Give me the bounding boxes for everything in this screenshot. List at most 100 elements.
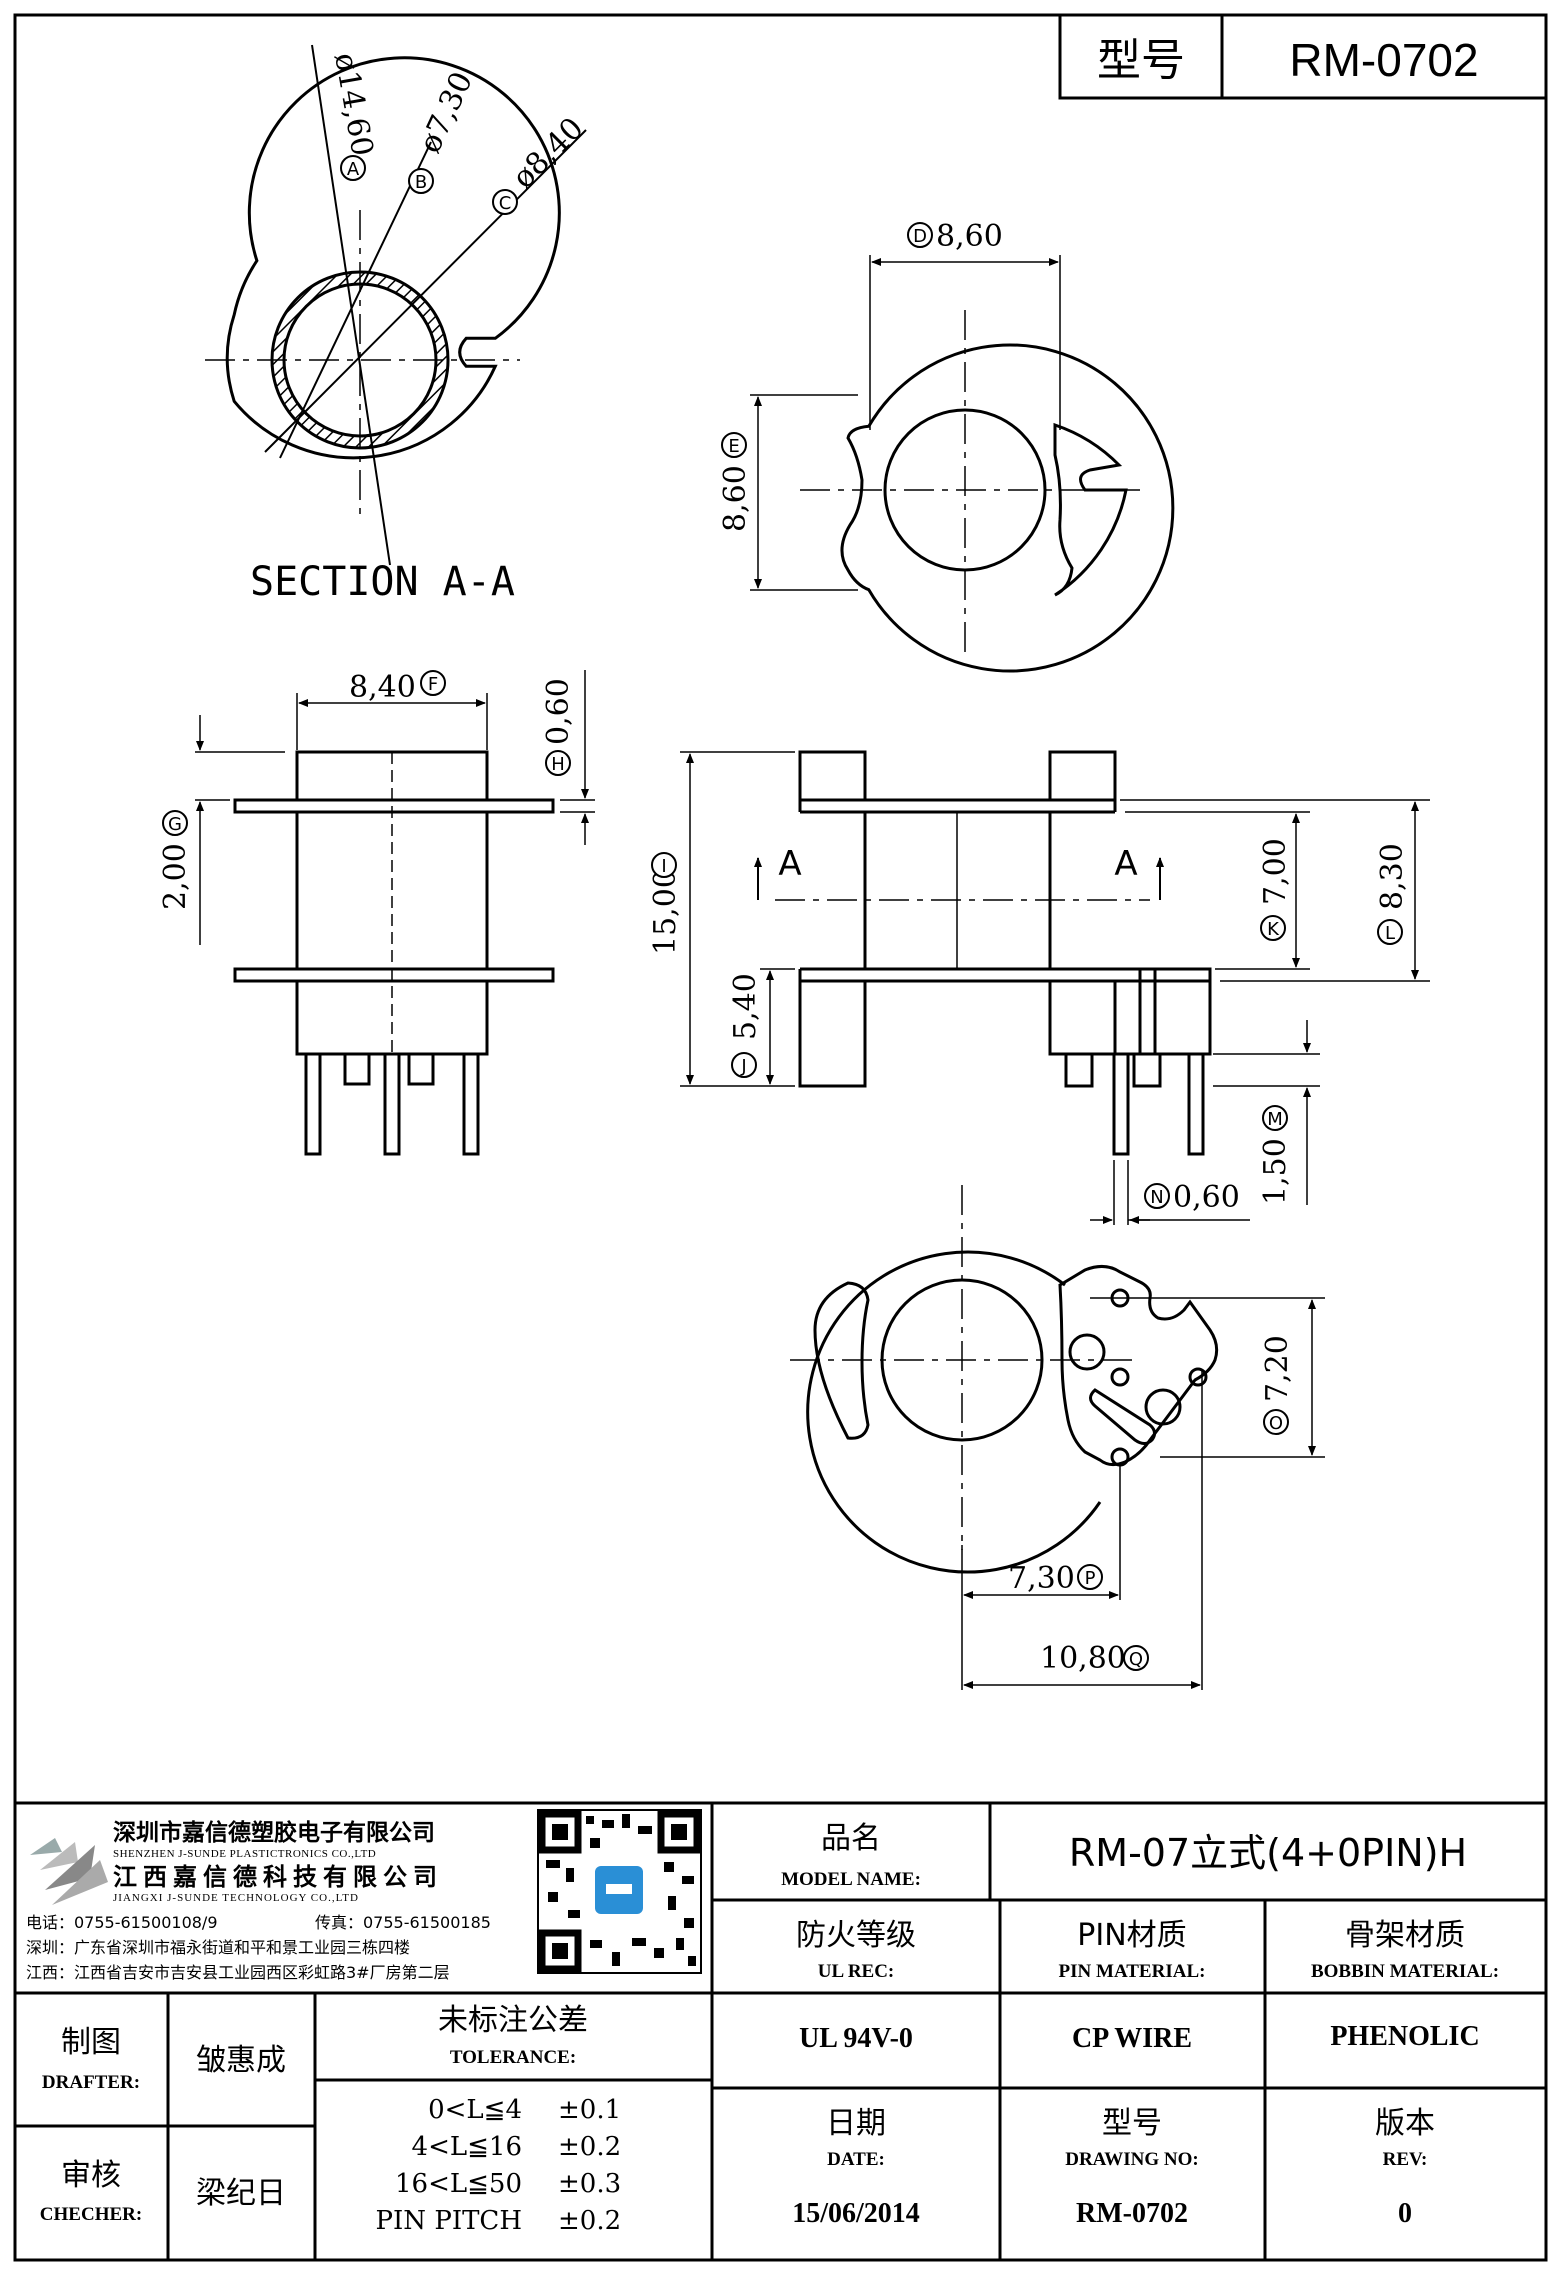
dim-d-letter: D — [913, 226, 927, 247]
section-label: SECTION A-A — [250, 559, 515, 605]
dim-d-text: 8,60 — [936, 219, 1003, 254]
pin-material-label-cn: PIN材质 — [1077, 1918, 1186, 1953]
dim-c-text: ø8,40 — [506, 111, 591, 196]
top-view — [750, 255, 1175, 673]
dim-m: M 1,50 — [1258, 1105, 1293, 1205]
company-name-en-1: SHENZHEN J-SUNDE PLASTICTRONICS CO.,LTD — [113, 1848, 376, 1860]
dim-p-letter: P — [1085, 1568, 1096, 1589]
date-label-en: DATE: — [827, 2149, 885, 2170]
front-view — [195, 670, 595, 1156]
company-address-jx: 江西：江西省吉安市吉安县工业园西区彩虹路3#厂房第二层 — [26, 1963, 450, 1982]
rev-value: 0 — [1398, 2198, 1412, 2229]
dim-q-letter: Q — [1129, 1649, 1143, 1670]
header-model-label: 型号 — [1097, 35, 1185, 86]
dim-e-text: 8,60 — [718, 465, 753, 532]
drawing-no-label-cn: 型号 — [1102, 2106, 1162, 2141]
dim-l-letter: L — [1385, 923, 1395, 944]
header-box: 型号 RM-0702 — [1058, 13, 1548, 100]
header-model-value: RM-0702 — [1289, 34, 1478, 86]
dim-i-letter: I — [661, 856, 666, 877]
tolerance-range-1: 0<L≦4 — [428, 2095, 522, 2125]
drafter-label-cn: 制图 — [61, 2025, 121, 2060]
dim-q-text: 10,80 — [1040, 1641, 1126, 1676]
dim-f: 8,40 F — [349, 670, 446, 705]
dim-b-letter: B — [415, 172, 427, 193]
dim-o: O 7,20 — [1260, 1335, 1295, 1435]
tolerance-range-3: 16<L≦50 — [395, 2169, 522, 2199]
drafter-value: 皱惠成 — [196, 2043, 286, 2078]
dim-j-text: 5,40 — [728, 973, 763, 1040]
dim-g: 2,00 G — [158, 810, 193, 910]
date-value: 15/06/2014 — [792, 2198, 920, 2229]
company-logo — [30, 1838, 108, 1905]
dim-m-text: 1,50 — [1258, 1138, 1293, 1205]
dim-c: ø8,40 C — [492, 111, 591, 215]
dim-b-text: ø7,30 — [413, 67, 481, 159]
tolerance-value-1: ±0.1 — [558, 2095, 621, 2125]
dim-h-letter: H — [551, 754, 565, 775]
dim-p: 7,30 P — [1008, 1561, 1103, 1596]
model-name-label-cn: 品名 — [821, 1821, 881, 1856]
dim-k-letter: K — [1267, 919, 1280, 940]
company-name-cn-2: 江西嘉信德科技有限公司 — [113, 1863, 443, 1891]
pin-material-label-en: PIN MATERIAL: — [1059, 1961, 1206, 1982]
company-name-cn-1: 深圳市嘉信德塑胶电子有限公司 — [113, 1819, 435, 1846]
dim-l: 8,30 L — [1375, 843, 1410, 945]
section-mark-left: A — [778, 844, 801, 884]
drawing-no-label-en: DRAWING NO: — [1065, 2149, 1199, 2170]
rev-label-en: REV: — [1383, 2149, 1428, 2170]
dim-k-text: 7,00 — [1258, 838, 1293, 905]
model-name-value: RM-07立式(4+0PIN)H — [1069, 1831, 1467, 1875]
pin-material-value: CP WIRE — [1072, 2023, 1192, 2054]
checker-label-cn: 审核 — [61, 2158, 121, 2193]
dim-f-text: 8,40 — [349, 670, 416, 705]
dim-i-text: 15,00 — [648, 869, 683, 955]
checker-value: 梁纪日 — [196, 2176, 286, 2211]
dim-g-letter: G — [168, 814, 182, 835]
sheet-border — [13, 13, 1548, 2262]
qr-code — [537, 1809, 702, 1974]
section-mark-right: A — [1114, 844, 1137, 884]
dim-a: ø14,60 A — [327, 50, 380, 181]
title-block — [15, 1801, 1546, 2260]
date-label-cn: 日期 — [826, 2106, 886, 2141]
company-fax: 传真：0755-61500185 — [315, 1913, 491, 1932]
dim-n-letter: N — [1150, 1187, 1163, 1208]
drawing-no-value: RM-0702 — [1076, 2198, 1188, 2229]
tolerance-label-en: TOLERANCE: — [450, 2047, 576, 2068]
dim-p-text: 7,30 — [1008, 1561, 1075, 1596]
tolerance-label-cn: 未标注公差 — [438, 2003, 588, 2038]
dim-a-letter: A — [347, 159, 360, 180]
bottom-view — [790, 1185, 1325, 1690]
dim-c-letter: C — [499, 193, 512, 214]
dim-e-letter: E — [728, 436, 739, 457]
dim-b: ø7,30 B — [408, 67, 481, 194]
company-address-sz: 深圳：广东省深圳市福永街道和平和景工业园三栋四楼 — [26, 1938, 410, 1957]
dim-h: H 0,60 — [541, 678, 576, 776]
side-view — [680, 750, 1430, 1225]
tolerance-value-4: ±0.2 — [558, 2206, 621, 2236]
company-tel: 电话：0755-61500108/9 — [26, 1913, 218, 1932]
tolerance-table: 0<L≦4 ±0.1 4<L≦16 ±0.2 16<L≦50 ±0.3 PIN … — [376, 2095, 622, 2236]
tolerance-value-3: ±0.3 — [558, 2169, 621, 2199]
dim-g-text: 2,00 — [158, 843, 193, 910]
tolerance-range-4: PIN PITCH — [376, 2206, 522, 2236]
tolerance-range-2: 4<L≦16 — [412, 2132, 522, 2162]
dim-n-text: 0,60 — [1173, 1180, 1240, 1215]
bobbin-material-value: PHENOLIC — [1330, 2021, 1479, 2052]
dim-k: 7,00 K — [1258, 838, 1293, 941]
section-a-a-view — [205, 44, 587, 566]
dim-f-letter: F — [428, 674, 438, 695]
dim-n: N 0,60 — [1144, 1180, 1240, 1215]
company-name-en-2: JIANGXI J-SUNDE TECHNOLOGY CO.,LTD — [113, 1892, 359, 1904]
dim-j: 5,40 J — [728, 973, 763, 1078]
drafter-label-en: DRAFTER: — [42, 2072, 140, 2093]
ul-label-en: UL REC: — [818, 1961, 895, 1982]
ul-value: UL 94V-0 — [799, 2023, 913, 2054]
dim-h-text: 0,60 — [541, 678, 576, 745]
dim-q: 10,80 Q — [1040, 1641, 1149, 1676]
dim-a-text: ø14,60 — [327, 50, 380, 158]
tolerance-value-2: ±0.2 — [558, 2132, 621, 2162]
rev-label-cn: 版本 — [1375, 2106, 1435, 2141]
